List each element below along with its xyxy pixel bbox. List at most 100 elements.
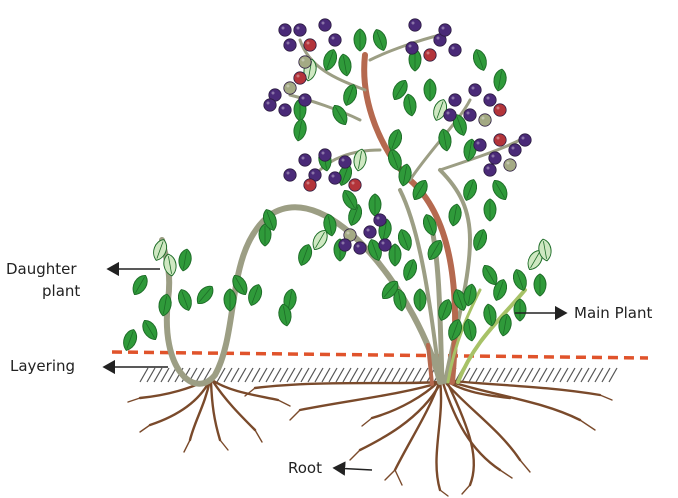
leaf-icon — [139, 317, 160, 342]
hatch-stroke — [273, 368, 281, 382]
hatch-stroke — [406, 368, 414, 382]
leaf-icon — [354, 29, 366, 51]
hatch-stroke — [567, 368, 575, 382]
hatch-stroke — [385, 368, 393, 382]
rootlet — [520, 460, 530, 472]
hatch-stroke — [329, 368, 337, 382]
hatch-stroke — [539, 368, 547, 382]
berry-icon — [329, 34, 341, 46]
berry-icon — [264, 99, 276, 111]
berry-icon — [319, 149, 331, 161]
hatch-stroke — [224, 368, 232, 382]
leaf-icon — [177, 248, 193, 272]
berry-icon — [484, 164, 496, 176]
hatch-stroke — [553, 368, 561, 382]
leaf-icon — [401, 258, 420, 283]
berry-icon — [406, 42, 418, 54]
daughter-plant-label-line2: plant — [42, 282, 80, 300]
hatch-stroke — [350, 368, 358, 382]
berry-icon — [339, 239, 351, 251]
rootlet — [600, 395, 612, 400]
leaf-icon — [424, 79, 436, 101]
rootlet — [580, 420, 595, 430]
berry-icon — [349, 179, 361, 191]
berry-icon — [299, 94, 311, 106]
hatch-stroke — [588, 368, 596, 382]
berry-icon — [279, 104, 291, 116]
berry-icon — [474, 139, 486, 151]
berry-icon — [519, 134, 531, 146]
berry-icon — [464, 109, 476, 121]
roots — [128, 380, 612, 496]
leaf-icon — [447, 203, 463, 227]
berry-icon — [284, 39, 296, 51]
hatch-stroke — [161, 368, 169, 382]
hatch-stroke — [574, 368, 582, 382]
berry-icon — [299, 56, 311, 68]
hatch-stroke — [420, 368, 428, 382]
leaf-icon — [246, 283, 265, 308]
hatch-stroke — [518, 368, 526, 382]
rootlet — [140, 425, 150, 432]
hatch-stroke — [532, 368, 540, 382]
rootlet — [462, 485, 470, 494]
hatch-stroke — [280, 368, 288, 382]
berry-icon — [299, 154, 311, 166]
leaf-icon — [534, 274, 546, 296]
berry-icon — [304, 39, 316, 51]
hatch-stroke — [154, 368, 162, 382]
hatch-stroke — [504, 368, 512, 382]
leaf-icon — [471, 228, 490, 253]
hatch-stroke — [266, 368, 274, 382]
rootlet — [278, 400, 290, 406]
leaf-icon — [437, 128, 453, 152]
hatch-stroke — [301, 368, 309, 382]
berry-icon — [489, 152, 501, 164]
berry-icon — [444, 109, 456, 121]
rootlet — [128, 398, 140, 402]
berry-icon — [439, 24, 451, 36]
hatch-stroke — [497, 368, 505, 382]
hatch-stroke — [371, 368, 379, 382]
leaf-icon — [484, 199, 496, 221]
berry-icon — [504, 159, 516, 171]
root-strand — [190, 380, 210, 440]
leaf-icon — [337, 53, 353, 77]
leaf-icon — [511, 268, 530, 293]
berry-icon — [374, 214, 386, 226]
leaf-icon — [224, 289, 236, 311]
hatch-stroke — [399, 368, 407, 382]
hatch-stroke — [196, 368, 204, 382]
berry-icon — [319, 19, 331, 31]
berry-icon — [364, 226, 376, 238]
berry-icon — [494, 104, 506, 116]
hatch-stroke — [595, 368, 603, 382]
leaf-icon — [514, 299, 526, 321]
hatch-stroke — [525, 368, 533, 382]
hatch-stroke — [609, 368, 617, 382]
berry-icon — [494, 134, 506, 146]
leaf-icon — [292, 118, 308, 142]
hatch-stroke — [581, 368, 589, 382]
root-arrow-icon — [334, 468, 372, 470]
hatch-stroke — [315, 368, 323, 382]
hatch-stroke — [231, 368, 239, 382]
daughter-plant-label-line1: Daughter — [6, 260, 77, 278]
hatch-stroke — [511, 368, 519, 382]
hatch-stroke — [476, 368, 484, 382]
berry-icon — [294, 72, 306, 84]
berry-icon — [279, 24, 291, 36]
berry-icon — [354, 242, 366, 254]
hatch-stroke — [147, 368, 155, 382]
rootlet — [362, 418, 372, 426]
berry-icon — [424, 49, 436, 61]
leaf-icon — [369, 194, 381, 216]
rootlet — [500, 470, 512, 478]
rootlet — [184, 440, 190, 452]
berry-icon — [339, 156, 351, 168]
leaf-icon — [121, 328, 140, 353]
hatch-stroke — [364, 368, 372, 382]
root-label: Root — [288, 459, 322, 477]
leaf-icon — [402, 93, 418, 117]
